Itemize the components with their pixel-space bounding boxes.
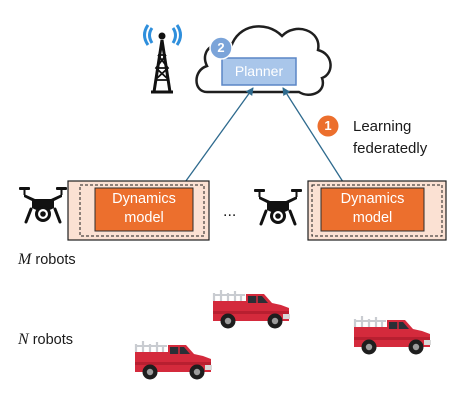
n-robots-label: N robots	[18, 331, 73, 349]
ellipsis: ...	[223, 203, 237, 220]
n-variable: N	[18, 331, 29, 348]
planner-label: Planner	[234, 63, 284, 79]
dynamics-model-label-right: Dynamics model	[321, 190, 424, 228]
step-1-badge	[317, 115, 339, 137]
robot-panel-right-inner	[311, 184, 443, 237]
dynamics-label-right-line2: model	[352, 210, 393, 226]
learning-label: Learning federatedly	[353, 116, 427, 160]
arrow-right-to-planner	[282, 87, 346, 186]
learning-label-line2: federatedly	[353, 140, 428, 157]
antenna-tower-icon	[143, 24, 182, 94]
m-robots-label: M robots	[18, 251, 76, 269]
dynamics-model-box-left	[94, 187, 194, 232]
arrow-left-to-planner	[182, 87, 254, 186]
planner-box	[221, 57, 297, 86]
pickup-truck-icon	[211, 288, 292, 330]
dynamics-model-box-right	[320, 187, 425, 232]
drone-icon	[17, 185, 69, 224]
m-variable: M	[18, 251, 32, 268]
drone-icon	[252, 187, 304, 226]
robot-panel-left-inner	[79, 184, 205, 237]
learning-label-line1: Learning	[353, 118, 412, 135]
dynamics-label-right-line1: Dynamics	[340, 191, 405, 207]
m-robots-text: robots	[35, 252, 76, 268]
dynamics-label-left-line2: model	[124, 210, 164, 226]
pickup-truck-icon	[133, 339, 214, 381]
dynamics-label-left-line1: Dynamics	[112, 191, 176, 207]
step-2-number: 2	[217, 40, 225, 55]
n-robots-text: robots	[32, 332, 74, 348]
pickup-truck-icon	[352, 314, 433, 356]
step-1-number: 1	[324, 118, 332, 133]
step-2-badge	[209, 36, 233, 60]
dynamics-model-label-left: Dynamics model	[95, 190, 193, 228]
